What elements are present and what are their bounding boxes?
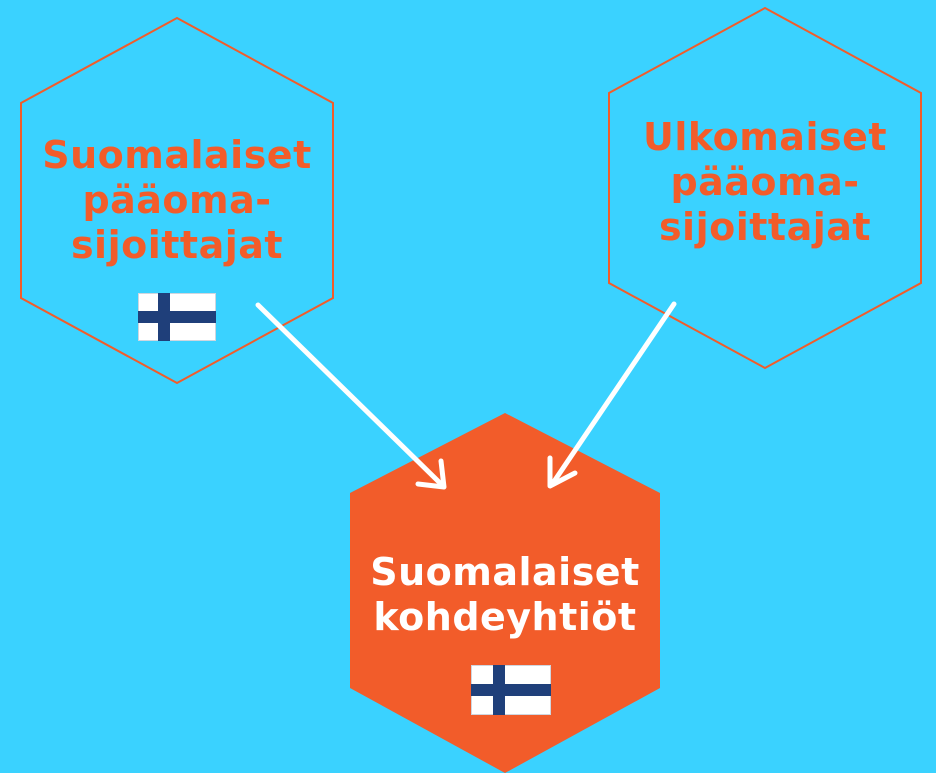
foreign-investors-line-3: sijoittajat (658, 205, 872, 249)
domestic-investors-label: Suomalaiset pääoma- sijoittajat (27, 133, 327, 268)
arrow-domestic-to-target (255, 302, 447, 490)
domestic-investors-line-2: pääoma- (82, 178, 272, 222)
target-companies-line-2: kohdeyhtiöt (373, 595, 637, 639)
arrow-foreign-to-target (547, 301, 677, 489)
foreign-investors-line-2: pääoma- (670, 160, 860, 204)
target-companies-line-1: Suomalaiset (370, 550, 640, 594)
domestic-investors-line-1: Suomalaiset (42, 133, 312, 177)
target-companies-label: Suomalaiset kohdeyhtiöt (355, 550, 655, 640)
finland-flag-icon (471, 665, 551, 715)
foreign-investors-hexagon (608, 6, 922, 370)
target-companies-hexagon (350, 413, 660, 773)
foreign-investors-line-1: Ulkomaiset (642, 115, 888, 159)
domestic-investors-hexagon (20, 16, 334, 385)
foreign-investors-label: Ulkomaiset pääoma- sijoittajat (615, 115, 915, 250)
finland-flag-icon (138, 293, 216, 341)
domestic-investors-line-3: sijoittajat (70, 223, 284, 267)
